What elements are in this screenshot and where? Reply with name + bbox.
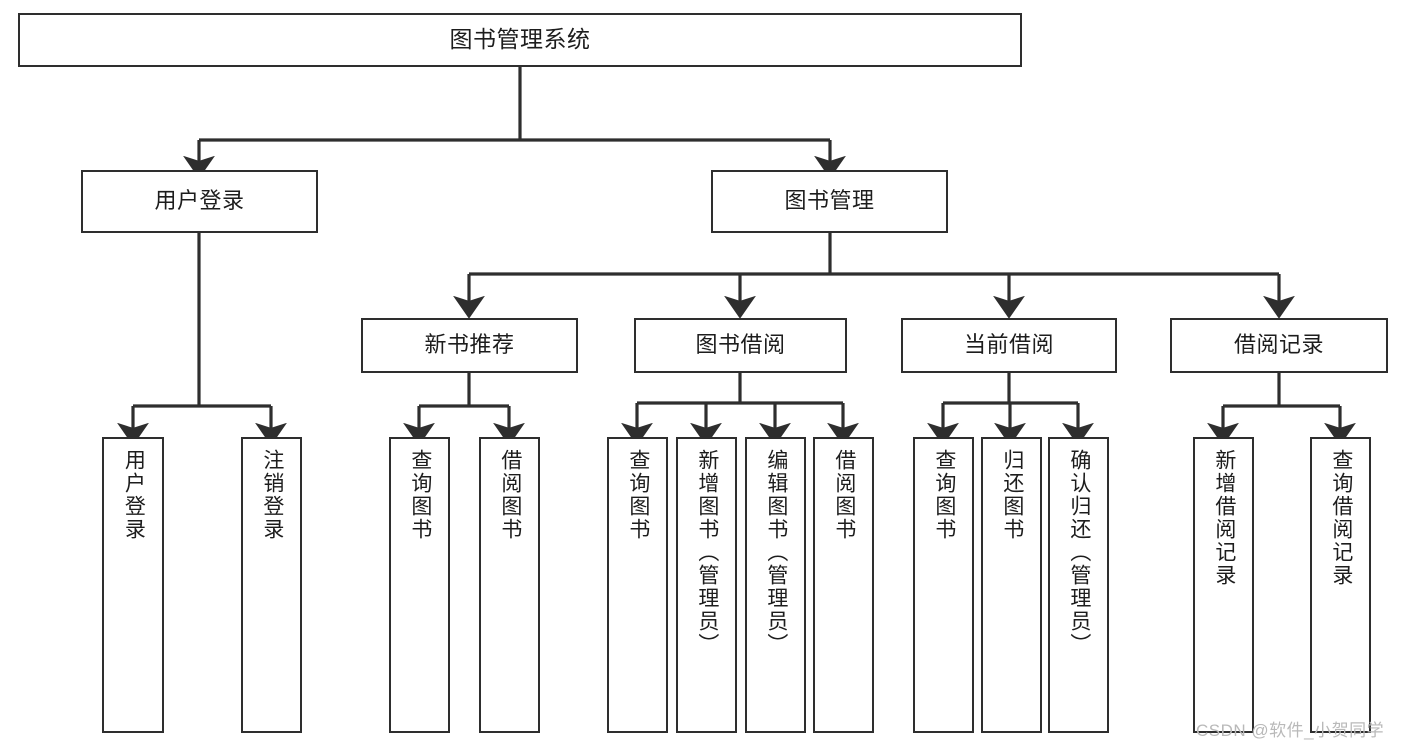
node-label: 借阅记录	[1233, 332, 1324, 358]
leaf-return-book[interactable]: 归还图书	[981, 437, 1042, 733]
node-root-system[interactable]: 图书管理系统	[18, 13, 1022, 67]
leaf-add-borrow-record[interactable]: 新增借阅记录	[1193, 437, 1254, 733]
leaf-add-book-admin[interactable]: 新增图书（管理员）	[676, 437, 737, 733]
node-label: 图书管理	[784, 188, 875, 214]
node-user-login[interactable]: 用户登录	[81, 170, 318, 233]
node-label: 查询图书	[626, 449, 650, 541]
leaf-confirm-return-admin[interactable]: 确认归还（管理员）	[1048, 437, 1109, 733]
node-label: 注销登录	[260, 449, 284, 541]
node-label: 图书管理系统	[449, 26, 591, 53]
node-label: 借阅图书	[832, 449, 856, 541]
node-label: 新增借阅记录	[1212, 449, 1236, 587]
node-book-borrow[interactable]: 图书借阅	[634, 318, 847, 373]
leaf-query-book-2[interactable]: 查询图书	[607, 437, 668, 733]
leaf-query-book-1[interactable]: 查询图书	[389, 437, 450, 733]
leaf-user-login[interactable]: 用户登录	[102, 437, 164, 733]
node-label: 查询借阅记录	[1329, 449, 1353, 587]
node-borrow-record[interactable]: 借阅记录	[1170, 318, 1388, 373]
node-label: 编辑图书（管理员）	[764, 449, 788, 656]
leaf-borrow-book-1[interactable]: 借阅图书	[479, 437, 540, 733]
node-label: 借阅图书	[498, 449, 522, 541]
node-label: 确认归还（管理员）	[1067, 449, 1091, 656]
leaf-borrow-book-2[interactable]: 借阅图书	[813, 437, 874, 733]
node-current-borrow[interactable]: 当前借阅	[901, 318, 1117, 373]
node-label: 归还图书	[1000, 449, 1024, 541]
node-label: 新增图书（管理员）	[695, 449, 719, 656]
node-label: 查询图书	[408, 449, 432, 541]
node-new-book-recommend[interactable]: 新书推荐	[361, 318, 578, 373]
node-label: 图书借阅	[695, 332, 786, 358]
node-label: 新书推荐	[424, 332, 515, 358]
leaf-query-borrow-record[interactable]: 查询借阅记录	[1310, 437, 1371, 733]
node-label: 查询图书	[932, 449, 956, 541]
node-label: 用户登录	[154, 188, 245, 214]
node-book-manage[interactable]: 图书管理	[711, 170, 948, 233]
leaf-query-book-3[interactable]: 查询图书	[913, 437, 974, 733]
leaf-logout-login[interactable]: 注销登录	[241, 437, 302, 733]
node-label: 当前借阅	[963, 332, 1054, 358]
leaf-edit-book-admin[interactable]: 编辑图书（管理员）	[745, 437, 806, 733]
node-label: 用户登录	[122, 449, 146, 541]
